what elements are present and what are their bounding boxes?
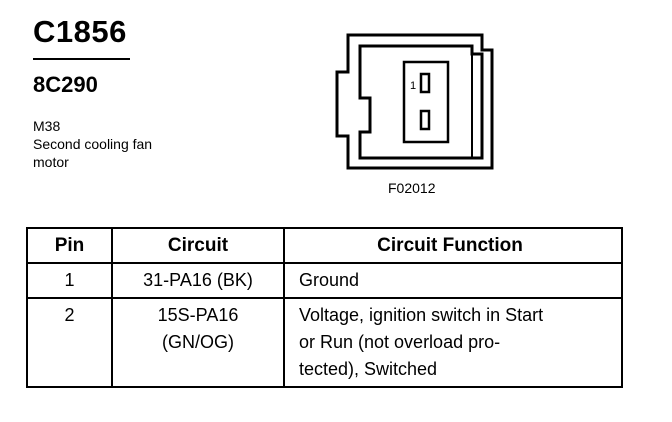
table-row: 2 15S-PA16 (GN/OG) Voltage, ignition swi…	[26, 297, 623, 388]
connector-inner-outline	[358, 44, 484, 160]
connector-face-diagram: 1	[335, 33, 494, 170]
pin-1-label: 1	[410, 80, 416, 92]
pinout-table: Pin Circuit Circuit Function 1 31-PA16 (…	[26, 227, 623, 388]
connector-id: C1856	[33, 14, 127, 49]
cell-pin: 2	[26, 297, 113, 388]
title-underline	[33, 58, 130, 60]
figure-code: F02012	[388, 180, 436, 196]
connector-description: M38 Second cooling fan motor	[33, 117, 152, 171]
cell-circuit: 15S-PA16 (GN/OG)	[111, 297, 285, 388]
column-header-circuit-function: Circuit Function	[283, 227, 623, 264]
column-header-pin: Pin	[26, 227, 113, 264]
table-header-row: Pin Circuit Circuit Function	[26, 227, 623, 264]
terminal-2	[419, 109, 431, 131]
description-line-1: Second cooling fan	[33, 136, 153, 152]
terminal-1	[419, 72, 431, 94]
column-header-circuit: Circuit	[111, 227, 285, 264]
location-code: M38	[33, 118, 61, 134]
cell-circuit-function: Ground	[283, 262, 623, 299]
table-row: 1 31-PA16 (BK) Ground	[26, 262, 623, 299]
description-line-2: motor	[33, 154, 69, 170]
connector-housing-outline	[335, 33, 494, 170]
cell-circuit: 31-PA16 (BK)	[111, 262, 285, 299]
cell-circuit-function: Voltage, ignition switch in Start or Run…	[283, 297, 623, 388]
part-number: 8C290	[33, 72, 98, 97]
cell-pin: 1	[26, 262, 113, 299]
terminal-cavity-block	[402, 60, 450, 144]
